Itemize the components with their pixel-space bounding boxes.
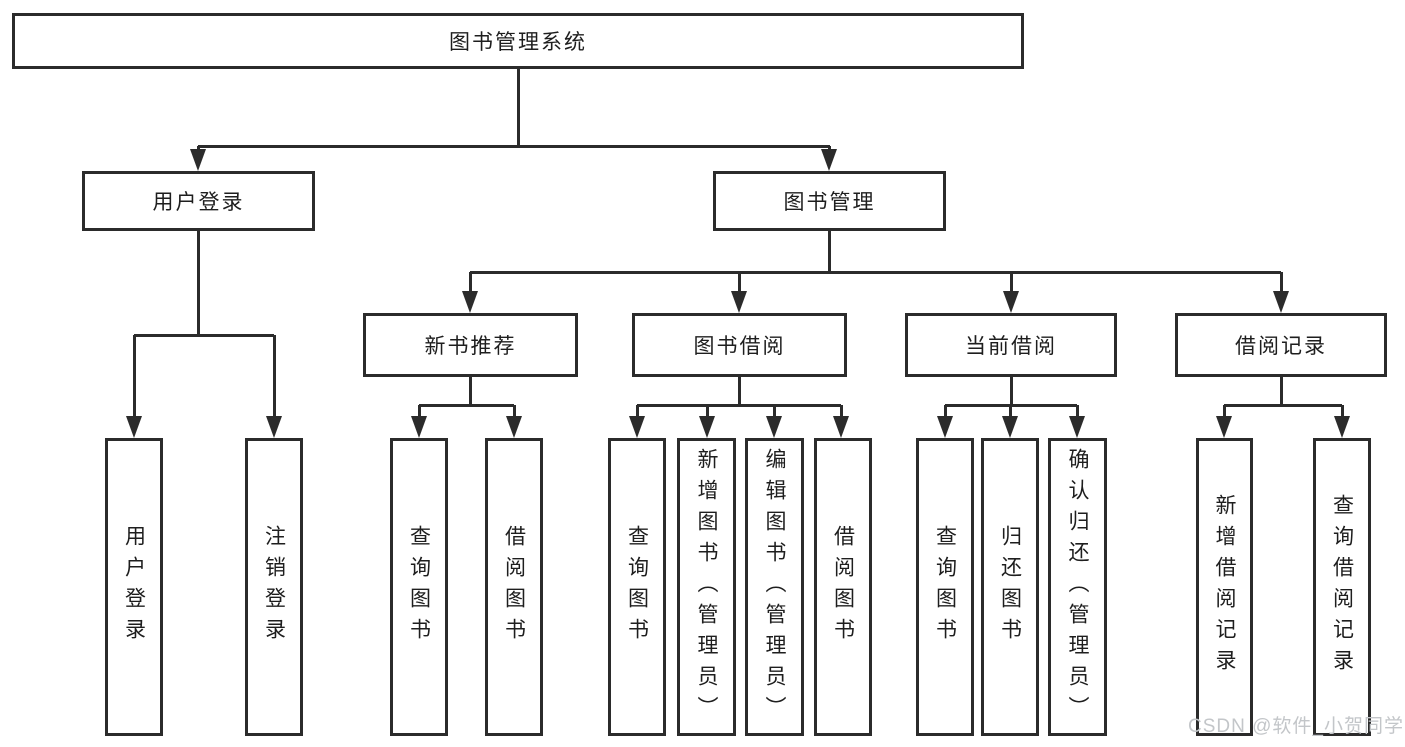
connector-cb-drop bbox=[1009, 377, 1013, 406]
arrow-down-icon bbox=[731, 272, 747, 313]
arrow-down-icon bbox=[506, 405, 522, 438]
arrow-down-icon bbox=[1216, 405, 1232, 438]
arrow-down-icon bbox=[699, 405, 715, 438]
connector-br-rail bbox=[1224, 403, 1342, 407]
arrow-down-icon bbox=[766, 405, 782, 438]
node-cb-return-books: 归还图书 bbox=[981, 438, 1039, 736]
connector-rec-drop bbox=[468, 377, 472, 406]
node-new-book-recommend: 新书推荐 bbox=[363, 313, 578, 377]
arrow-down-icon bbox=[937, 405, 953, 438]
node-rec-query-books: 查询图书 bbox=[390, 438, 448, 736]
arrow-down-icon bbox=[821, 146, 837, 171]
arrow-down-icon bbox=[190, 146, 206, 171]
connector-br-drop bbox=[1279, 377, 1283, 406]
node-br-query-record: 查询借阅记录 bbox=[1313, 438, 1371, 736]
node-borrowing-records: 借阅记录 bbox=[1175, 313, 1387, 377]
connector-bb-rail bbox=[637, 403, 841, 407]
connector-level3-rail bbox=[470, 270, 1281, 274]
arrow-down-icon bbox=[629, 405, 645, 438]
connector-book-mgmt-drop bbox=[827, 231, 831, 273]
connector-user-login-rail bbox=[134, 333, 274, 337]
connector-user-login-drop bbox=[196, 231, 200, 336]
node-library-system: 图书管理系统 bbox=[12, 13, 1024, 69]
connector-level2-rail bbox=[198, 144, 830, 148]
arrow-down-icon bbox=[411, 405, 427, 438]
node-book-borrowing: 图书借阅 bbox=[632, 313, 847, 377]
arrow-down-icon bbox=[1334, 405, 1350, 438]
arrow-down-icon bbox=[1003, 272, 1019, 313]
node-user-login: 用户登录 bbox=[82, 171, 315, 231]
node-cb-query-books: 查询图书 bbox=[916, 438, 974, 736]
arrow-down-icon bbox=[462, 272, 478, 313]
connector-root-drop bbox=[516, 69, 520, 147]
node-current-borrowing: 当前借阅 bbox=[905, 313, 1117, 377]
connector-rec-rail bbox=[419, 403, 514, 407]
node-book-management: 图书管理 bbox=[713, 171, 946, 231]
node-rec-borrow-books: 借阅图书 bbox=[485, 438, 543, 736]
arrow-down-icon bbox=[126, 335, 142, 438]
node-leaf-user-login: 用户登录 bbox=[105, 438, 163, 736]
node-cb-confirm-return-admin: 确认归还（管理员） bbox=[1048, 438, 1107, 736]
csdn-watermark: CSDN @软件_小贺同学 bbox=[1188, 716, 1404, 737]
arrow-down-icon bbox=[266, 335, 282, 438]
arrow-down-icon bbox=[1069, 405, 1085, 438]
node-bb-add-books-admin: 新增图书（管理员） bbox=[677, 438, 736, 736]
connector-bb-drop bbox=[737, 377, 741, 406]
arrow-down-icon bbox=[833, 405, 849, 438]
arrow-down-icon bbox=[1273, 272, 1289, 313]
node-bb-edit-books-admin: 编辑图书（管理员） bbox=[745, 438, 804, 736]
arrow-down-icon bbox=[1002, 405, 1018, 438]
node-leaf-logout: 注销登录 bbox=[245, 438, 303, 736]
node-bb-borrow-books: 借阅图书 bbox=[814, 438, 872, 736]
node-bb-query-books: 查询图书 bbox=[608, 438, 666, 736]
node-br-add-record: 新增借阅记录 bbox=[1196, 438, 1253, 736]
